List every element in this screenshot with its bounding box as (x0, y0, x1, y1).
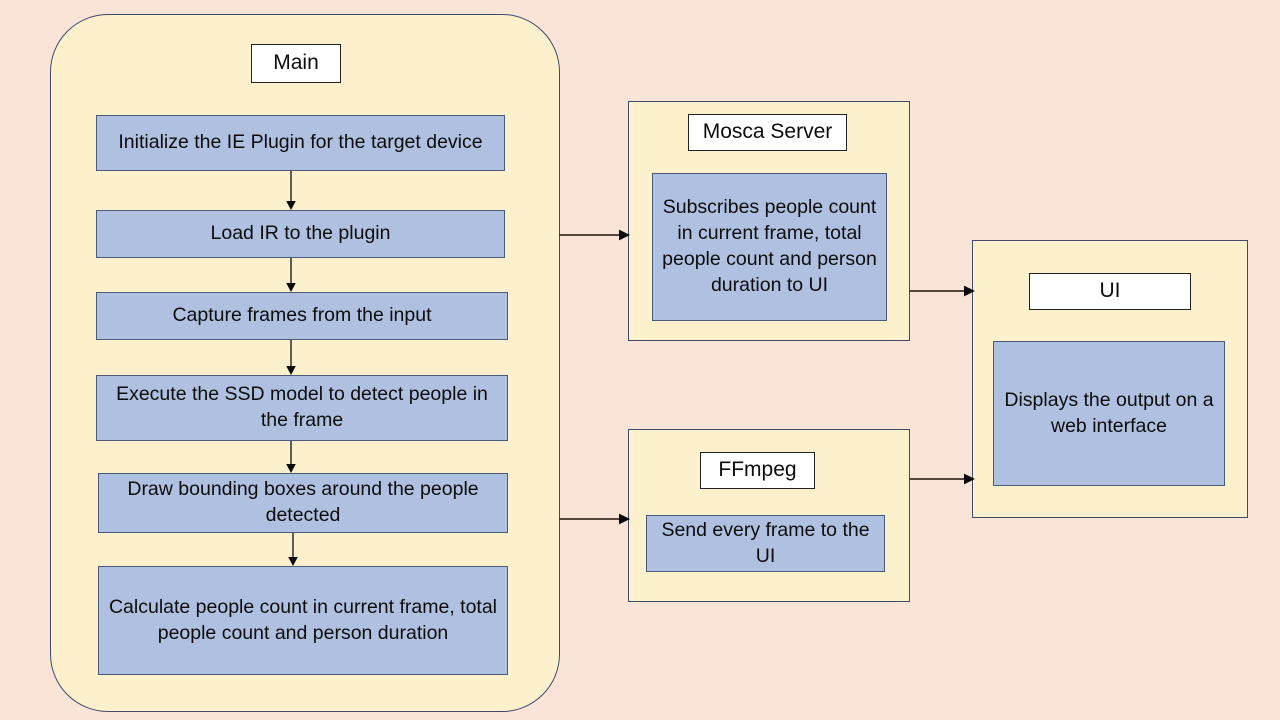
group-ui-title-label: UI (1099, 279, 1121, 303)
connector-execute-to-draw (286, 441, 296, 473)
step-execute-ssd-label: Execute the SSD model to detect people i… (116, 383, 488, 431)
connector-main-to-mosca (559, 229, 630, 241)
connector-ffmpeg-to-ui (909, 473, 975, 485)
group-main-title: Main (251, 44, 341, 83)
connector-mosca-to-ui (909, 285, 975, 297)
step-execute-ssd[interactable]: Execute the SSD model to detect people i… (96, 375, 508, 441)
step-capture-frames[interactable]: Capture frames from the input (96, 292, 508, 340)
step-subscribe-counts-label: Subscribes people count in current frame… (662, 196, 877, 296)
connector-load-to-capture (286, 258, 296, 292)
step-draw-boxes[interactable]: Draw bounding boxes around the people de… (98, 473, 508, 533)
group-mosca-title: Mosca Server (688, 114, 847, 151)
step-init-ie-plugin[interactable]: Initialize the IE Plugin for the target … (96, 115, 505, 171)
step-load-ir[interactable]: Load IR to the plugin (96, 210, 505, 258)
group-ui-title: UI (1029, 273, 1191, 310)
step-display-output[interactable]: Displays the output on a web interface (993, 341, 1225, 486)
group-ffmpeg-title-label: FFmpeg (718, 458, 797, 482)
connector-main-to-ffmpeg (559, 513, 630, 525)
step-capture-frames-label: Capture frames from the input (172, 304, 432, 327)
step-display-output-label: Displays the output on a web interface (1004, 388, 1214, 437)
step-subscribe-counts[interactable]: Subscribes people count in current frame… (652, 173, 887, 321)
step-calculate-counts[interactable]: Calculate people count in current frame,… (98, 566, 508, 675)
connector-capture-to-execute (286, 340, 296, 375)
group-ffmpeg-title: FFmpeg (700, 452, 815, 489)
step-send-frames-label: Send every frame to the UI (661, 518, 870, 567)
connector-draw-to-calculate (288, 533, 298, 566)
group-main-title-label: Main (273, 51, 319, 75)
step-init-ie-plugin-label: Initialize the IE Plugin for the target … (118, 131, 483, 154)
step-send-frames[interactable]: Send every frame to the UI (646, 515, 885, 572)
step-calculate-counts-label: Calculate people count in current frame,… (108, 595, 498, 644)
step-load-ir-label: Load IR to the plugin (210, 222, 391, 245)
step-draw-boxes-label: Draw bounding boxes around the people de… (127, 478, 479, 526)
group-mosca-title-label: Mosca Server (702, 120, 833, 144)
connector-init-to-load (286, 171, 296, 210)
